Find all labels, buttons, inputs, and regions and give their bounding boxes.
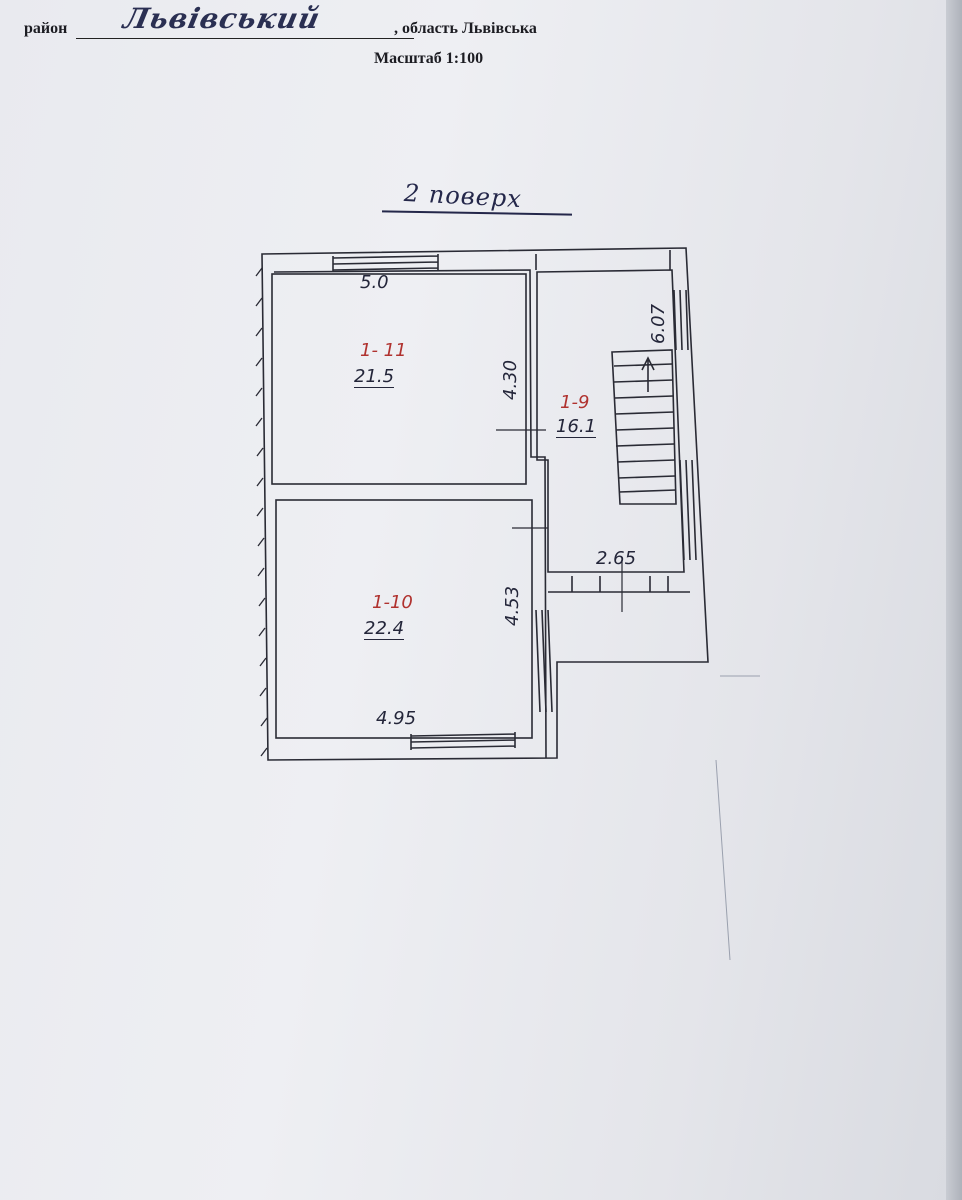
- room-10-width: 4.95: [376, 708, 417, 729]
- corridor-wall: [535, 250, 671, 270]
- dim-ticks: [496, 429, 623, 612]
- room-11-depth: 4.30: [500, 359, 521, 400]
- room-10-depth: 4.53: [502, 585, 523, 626]
- guide-lines: [715, 675, 760, 961]
- window-room10-right: [535, 609, 553, 713]
- district-blank: [76, 18, 414, 39]
- scale-label: Масштаб 1:100: [374, 50, 484, 67]
- room-10-outline: [275, 499, 533, 739]
- room-10-area: 22.4: [364, 618, 405, 640]
- room-11-area: 21.5: [354, 366, 395, 388]
- room-11-width: 5.0: [360, 272, 389, 293]
- room-9-area: 16.1: [556, 416, 597, 438]
- window-bottom: [410, 732, 516, 750]
- window-right-upper: [673, 289, 689, 351]
- page-edge: [946, 0, 962, 1200]
- room-9-number: 1-9: [560, 392, 590, 413]
- outer-wall: [261, 247, 709, 761]
- window-top: [332, 254, 439, 272]
- stair-outline: [611, 349, 677, 505]
- room-11-number: 1- 11: [360, 340, 407, 361]
- room-9-width: 2.65: [596, 548, 637, 569]
- room-11-outline: [271, 273, 527, 485]
- window-bottom-right: [571, 576, 669, 592]
- wall-hatching: [255, 267, 268, 757]
- district-label: район: [24, 20, 68, 37]
- stair-arrow: [641, 356, 655, 392]
- inner-wall-left: [273, 269, 547, 759]
- window-right-lower: [679, 459, 697, 561]
- region-text: , область Львівська: [394, 20, 537, 37]
- room-9-depth: 6.07: [648, 303, 669, 344]
- room-10-number: 1-10: [372, 592, 413, 613]
- stair-steps: [613, 363, 677, 493]
- room-9-outline: [536, 269, 685, 573]
- district-line: район Львівський , область Львівська: [24, 2, 624, 40]
